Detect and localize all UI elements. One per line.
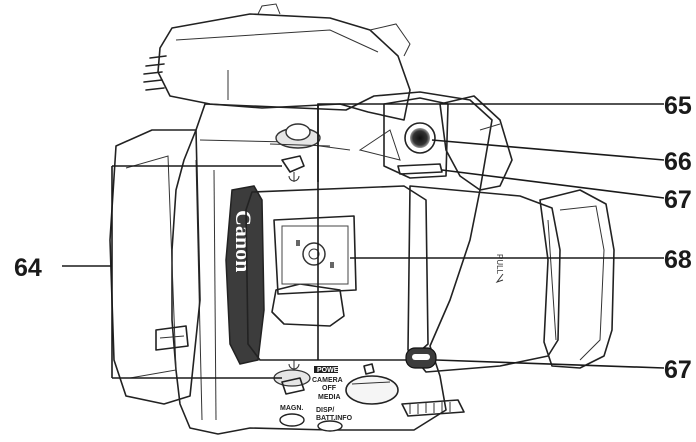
callout-66: 66: [664, 148, 692, 176]
strap-loop-lower: [405, 347, 437, 369]
media-label: MEDIA: [318, 394, 341, 401]
lower-strap-mount: [273, 369, 311, 395]
disp-label: DISP/: [316, 407, 334, 414]
magn-label: MAGN.: [280, 405, 303, 412]
power-switch[interactable]: POWER CAMERA OFF MEDIA: [312, 363, 399, 405]
strap-loop-upper: [397, 163, 443, 175]
magn-button[interactable]: MAGN.: [279, 405, 305, 427]
top-handle: [143, 3, 411, 121]
callout-67-top: 67: [664, 186, 692, 214]
logo-panel: Canon: [225, 185, 265, 365]
viewfinder-eyecup: PULL: [407, 185, 615, 373]
rear-block: [109, 129, 201, 405]
pull-marking: PULL: [495, 254, 504, 275]
off-label: OFF: [322, 385, 337, 392]
callout-64: 64: [14, 254, 42, 282]
brand-logo: Canon: [231, 210, 256, 272]
callout-68: 68: [664, 246, 692, 274]
camera-label: CAMERA: [312, 377, 343, 384]
callout-65: 65: [664, 92, 692, 120]
callout-67-bottom: 67: [664, 356, 692, 384]
power-label: POWER: [317, 367, 343, 374]
control-dial[interactable]: [401, 399, 465, 417]
leader-lines: [62, 103, 665, 379]
callout-labels: 64 65 66 67 68 67: [14, 92, 692, 384]
batt-info-label: BATT.INFO: [316, 415, 353, 422]
terminal-jack: [358, 97, 449, 179]
strap-mount-icons: [288, 172, 300, 370]
upper-strap-mount: [269, 123, 331, 173]
disp-button[interactable]: DISP/ BATT.INFO: [316, 407, 353, 432]
accessory-shoe: [245, 185, 429, 361]
